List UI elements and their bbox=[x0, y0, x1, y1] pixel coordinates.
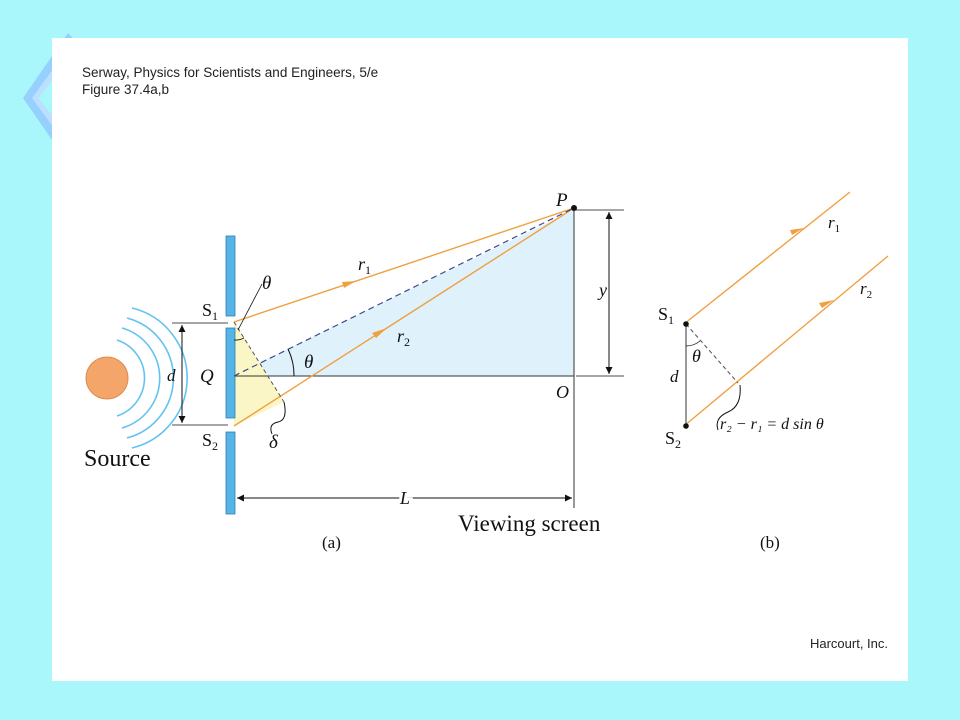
b-ray-r2 bbox=[683, 255, 889, 427]
light-source bbox=[85, 356, 129, 400]
barrier-bottom bbox=[225, 431, 236, 515]
q-label: Q bbox=[200, 366, 214, 387]
s1-label: S1 bbox=[202, 300, 218, 323]
b-path-difference-brace bbox=[716, 384, 741, 431]
ray-r1 bbox=[233, 207, 575, 323]
wavefronts bbox=[116, 307, 188, 449]
b-ray-r1-arrow bbox=[790, 228, 804, 235]
theta-center-label: θ bbox=[304, 352, 313, 373]
caption-line-1: Serway, Physics for Scientists and Engin… bbox=[82, 65, 379, 80]
dashed-qp bbox=[233, 207, 575, 377]
o-label: O bbox=[556, 382, 569, 402]
barrier-top bbox=[225, 235, 236, 317]
b-r1-label: r1 bbox=[828, 213, 840, 235]
b-s2-label: S2 bbox=[665, 428, 681, 451]
b-r2-label: r2 bbox=[860, 279, 872, 301]
figure-card: Serway, Physics for Scientists and Engin… bbox=[52, 38, 908, 681]
theta-arc bbox=[287, 348, 295, 377]
r1-label: r1 bbox=[358, 254, 371, 277]
b-s1-label: S1 bbox=[658, 304, 674, 327]
double-slit-figure: Source d Q S1 S2 bbox=[84, 190, 889, 552]
panel-b-label: (b) bbox=[760, 533, 780, 552]
b-ray-r2-arrow bbox=[819, 300, 834, 308]
d-label: d bbox=[167, 366, 176, 385]
ray-r2-arrow bbox=[372, 328, 387, 338]
publisher-credit: Harcourt, Inc. bbox=[809, 636, 888, 651]
l-label: L bbox=[399, 488, 410, 508]
b-d-label: d bbox=[670, 367, 679, 386]
viewing-screen-label: Viewing screen bbox=[458, 511, 601, 536]
barrier-middle bbox=[225, 327, 236, 419]
ray-r2 bbox=[233, 207, 575, 427]
b-ray-r1 bbox=[683, 191, 851, 325]
delta-brace bbox=[270, 401, 286, 435]
b-theta-label: θ bbox=[692, 346, 701, 366]
theta-slit-label: θ bbox=[262, 273, 271, 294]
source-label: Source bbox=[84, 446, 151, 472]
point-p bbox=[571, 205, 577, 211]
b-dashed-perpendicular bbox=[685, 323, 739, 384]
y-label: y bbox=[597, 280, 607, 300]
r2-label: r2 bbox=[397, 326, 410, 349]
b-path-difference: r₂ − r₁ = d sin θ bbox=[720, 416, 824, 433]
dashed-perpendicular bbox=[233, 321, 285, 403]
figure-caption: Serway, Physics for Scientists and Engin… bbox=[82, 64, 378, 98]
s2-label: S2 bbox=[202, 430, 218, 453]
p-label: P bbox=[555, 190, 568, 211]
delta-label: δ bbox=[269, 432, 279, 453]
panel-a-label: (a) bbox=[322, 533, 341, 552]
delta-region bbox=[234, 322, 284, 426]
caption-line-2: Figure 37.4a,b bbox=[82, 82, 170, 97]
ray-r1-arrow bbox=[342, 281, 356, 288]
